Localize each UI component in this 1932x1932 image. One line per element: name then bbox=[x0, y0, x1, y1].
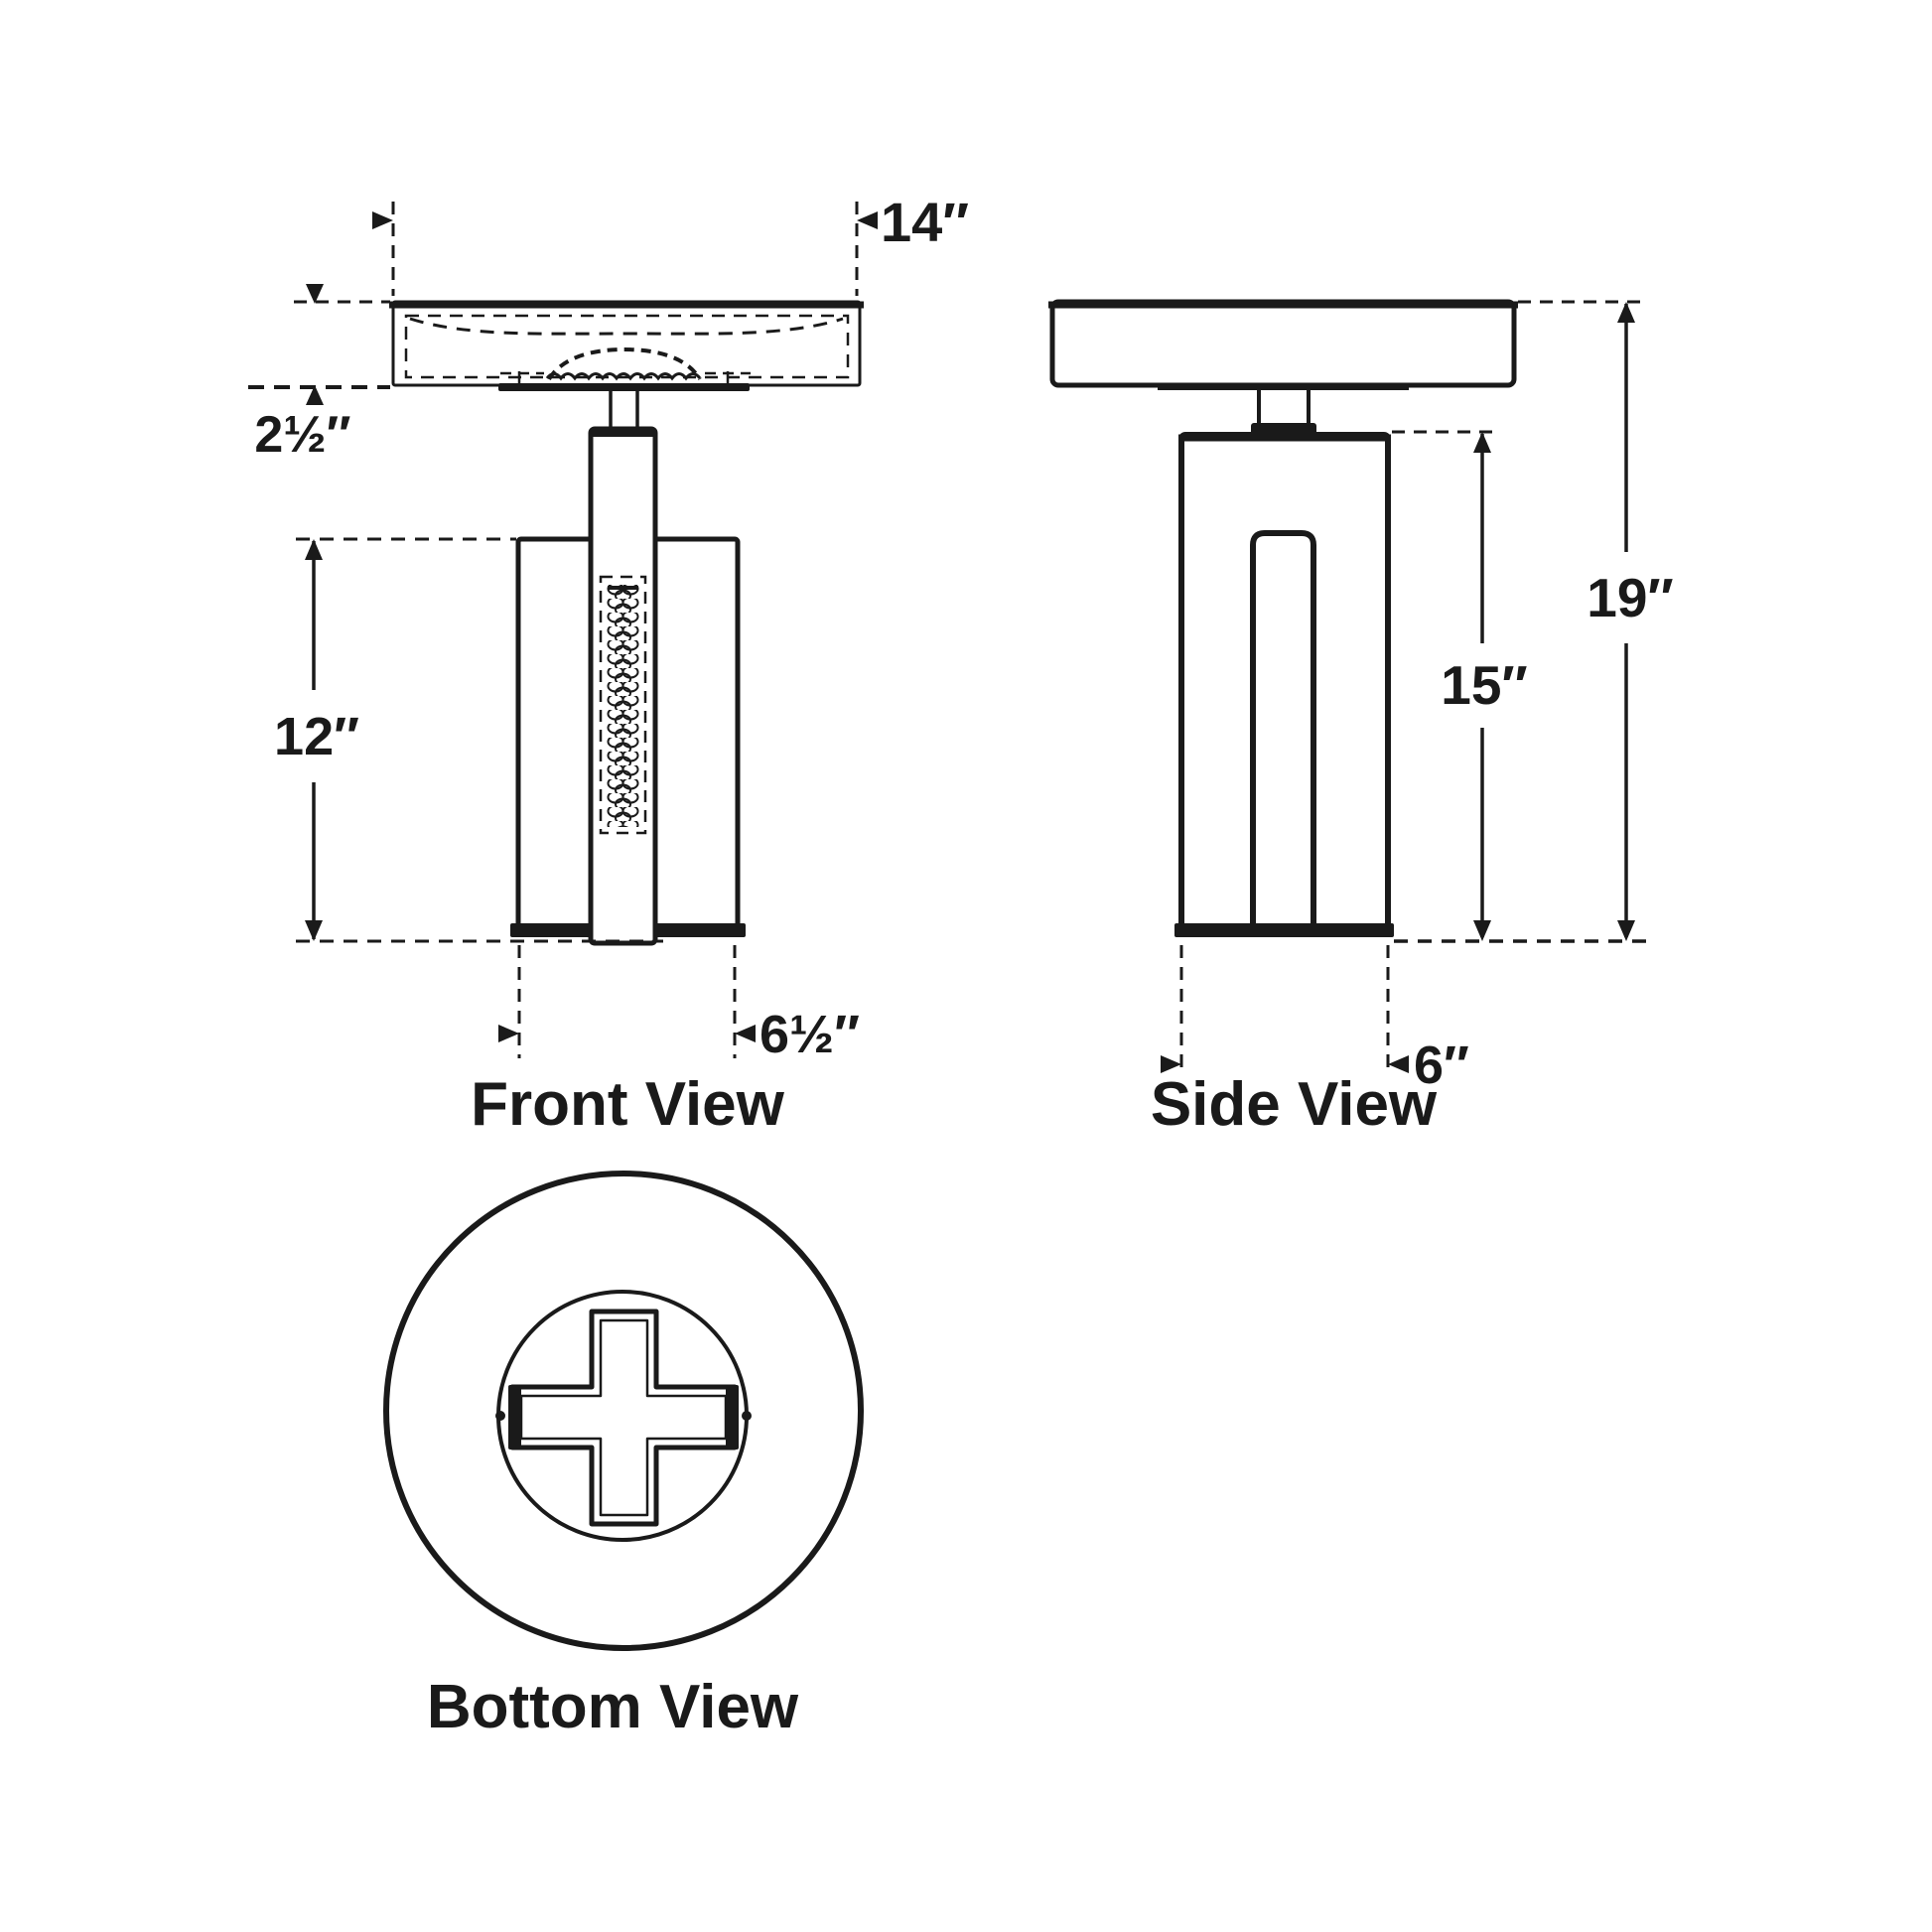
bottom-cross-outline bbox=[509, 1309, 738, 1527]
side-body bbox=[1178, 432, 1391, 936]
arrow-left-icon bbox=[735, 1025, 756, 1042]
dim-front-tray-height: 2½″ bbox=[248, 284, 390, 464]
side-base-plate bbox=[1174, 923, 1394, 937]
dim-front-body-width: 6½″ bbox=[498, 945, 860, 1064]
dim-side-body-height: 15″ bbox=[1392, 430, 1528, 941]
dim-side-body-width: 6″ bbox=[1161, 945, 1469, 1095]
arrow-down-icon bbox=[1617, 920, 1635, 941]
bottom-outer-circle bbox=[383, 1171, 864, 1651]
side-view: 6″ 19″ 15″ Side View bbox=[1048, 299, 1674, 1139]
front-chain-texture bbox=[607, 585, 639, 827]
arrow-up-icon bbox=[306, 385, 324, 405]
arrow-down-icon bbox=[306, 284, 324, 304]
arrow-down-icon bbox=[1473, 920, 1491, 941]
arrow-right-icon bbox=[498, 1025, 519, 1042]
arrow-right-icon bbox=[372, 211, 393, 229]
dim-label-body-width: 6½″ bbox=[759, 1005, 860, 1064]
arrow-left-icon bbox=[1388, 1055, 1409, 1073]
dim-label-overall-height: 19″ bbox=[1587, 567, 1674, 628]
dim-label-tray-height: 2½″ bbox=[254, 406, 350, 464]
dim-front-body-height: 12″ bbox=[274, 537, 663, 943]
bottom-view-caption: Bottom View bbox=[427, 1673, 799, 1741]
front-dome-hidden bbox=[547, 346, 702, 381]
bottom-left-dot bbox=[495, 1411, 505, 1421]
dim-label-tray-width: 14″ bbox=[881, 191, 969, 253]
front-view: 14″ 2½″ 12″ 6½″ Front View bbox=[248, 191, 969, 1139]
front-dome-scallop bbox=[545, 372, 702, 381]
front-view-caption: Front View bbox=[471, 1070, 785, 1139]
front-tray bbox=[391, 300, 862, 387]
dim-label-body-height: 12″ bbox=[274, 707, 359, 766]
arrow-left-icon bbox=[857, 211, 878, 229]
bottom-view: Bottom View bbox=[383, 1171, 864, 1741]
arrow-right-icon bbox=[1161, 1055, 1181, 1073]
front-led-window-hidden bbox=[599, 575, 647, 835]
dim-label-side-body-width: 6″ bbox=[1414, 1035, 1469, 1095]
arrow-up-icon bbox=[1473, 432, 1491, 453]
arrow-up-icon bbox=[305, 539, 323, 560]
bottom-cross-right-cap bbox=[726, 1385, 739, 1449]
front-mount-plate bbox=[498, 383, 750, 391]
side-tray bbox=[1049, 299, 1517, 388]
arrow-down-icon bbox=[305, 920, 323, 941]
front-bowl-profile-hidden bbox=[409, 317, 844, 336]
dim-front-tray-width: 14″ bbox=[372, 191, 969, 296]
side-slot bbox=[1250, 530, 1316, 930]
dim-side-overall-height: 19″ bbox=[1518, 300, 1674, 941]
arrow-up-icon bbox=[1617, 302, 1635, 323]
bottom-cross-left-cap bbox=[508, 1385, 521, 1449]
side-view-caption: Side View bbox=[1151, 1070, 1438, 1139]
front-tray-hidden-rim bbox=[404, 314, 850, 379]
bottom-right-dot bbox=[742, 1411, 752, 1421]
dim-label-side-body-height: 15″ bbox=[1441, 654, 1528, 716]
